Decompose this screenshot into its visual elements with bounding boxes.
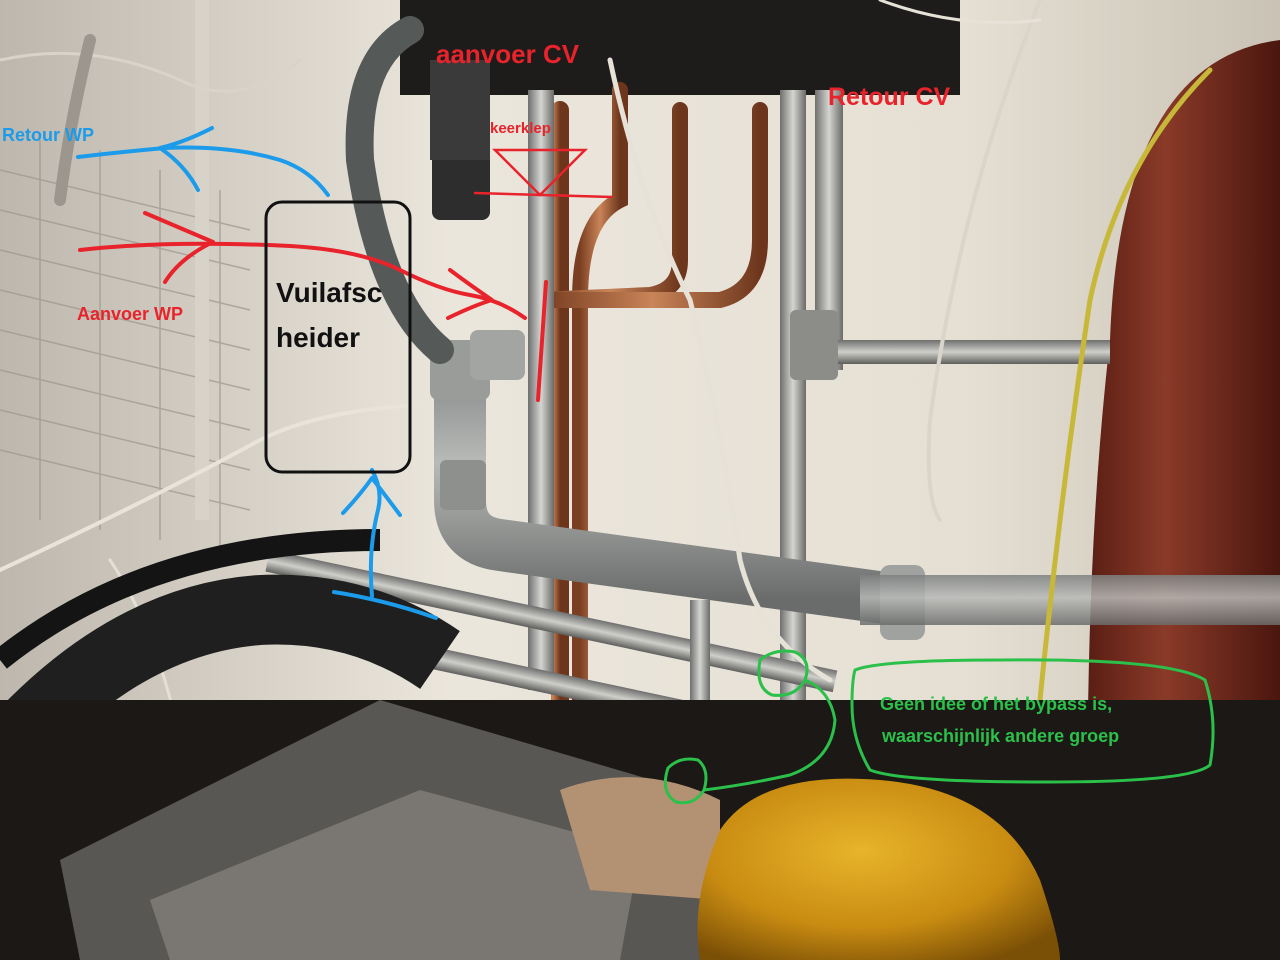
aanvoer-cv-label: aanvoer CV (436, 39, 580, 69)
wire-rack (0, 140, 251, 550)
bypass-note-line2: waarschijnlijk andere groep (881, 726, 1119, 746)
vuilafscheider-box (264, 200, 412, 474)
retour-wp-label: Retour WP (2, 125, 94, 145)
bypass-note-line1: Geen idee of het bypass is, (880, 694, 1112, 714)
black-hoses (0, 529, 460, 783)
vuilafscheider-label-line2: heider (276, 322, 360, 353)
bypass-marking (663, 649, 1215, 805)
pvc-drain (430, 330, 1280, 640)
plastic-container (60, 700, 720, 960)
aanvoer-wp-label: Aanvoer WP (77, 304, 183, 324)
siphon-cap (432, 150, 490, 220)
boiler-bottom (400, 0, 960, 95)
siphon-body (430, 60, 490, 160)
paper-bag (560, 777, 720, 900)
keerklep-label: keerklep (490, 120, 551, 137)
retour-wp-arrow (76, 126, 330, 197)
separator-inlet-arrow (332, 468, 438, 620)
rack-post (195, 0, 209, 520)
aanvoer-wp-arrow (78, 211, 548, 402)
yellow-bag (697, 778, 1060, 960)
vuilafscheider-label-line1: Vuilafsc (276, 277, 382, 308)
keerklep-marking (473, 148, 614, 199)
retour-cv-label: Retour CV (828, 83, 951, 111)
plastic-container-inner (150, 790, 640, 960)
